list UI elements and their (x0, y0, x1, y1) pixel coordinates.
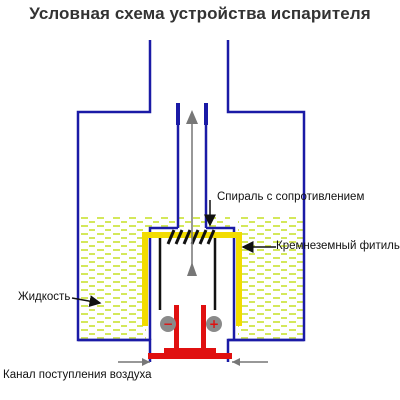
inner-chamber (148, 226, 236, 340)
chimney-connector-right (204, 103, 208, 125)
svg-text:+: + (209, 317, 219, 331)
air-channel-label: Канал поступления воздуха (3, 369, 152, 381)
resistance-coil (166, 229, 216, 245)
svg-text:−: − (163, 317, 173, 331)
terminal-negative: − (160, 316, 176, 332)
tank-outline (76, 40, 306, 362)
wick-label: Кремнеземный фитиль (276, 240, 400, 252)
air-inlet-arrows (118, 358, 268, 366)
liquid-label: Жидкость (18, 291, 71, 303)
liquid-callout-arrow (71, 295, 102, 308)
vapor-arrowhead-top (186, 110, 198, 124)
terminal-positive: + (206, 316, 222, 332)
coil-label: Спираль с сопротивлением (217, 191, 365, 203)
diagram-title: Условная схема устройства испарителя (29, 4, 371, 23)
chimney-connector-left (176, 103, 180, 125)
chimney-tube (176, 112, 208, 228)
coil-lead-wires (158, 238, 217, 310)
electrical-post (148, 305, 232, 359)
vapor-arrowhead-mid (187, 262, 197, 276)
